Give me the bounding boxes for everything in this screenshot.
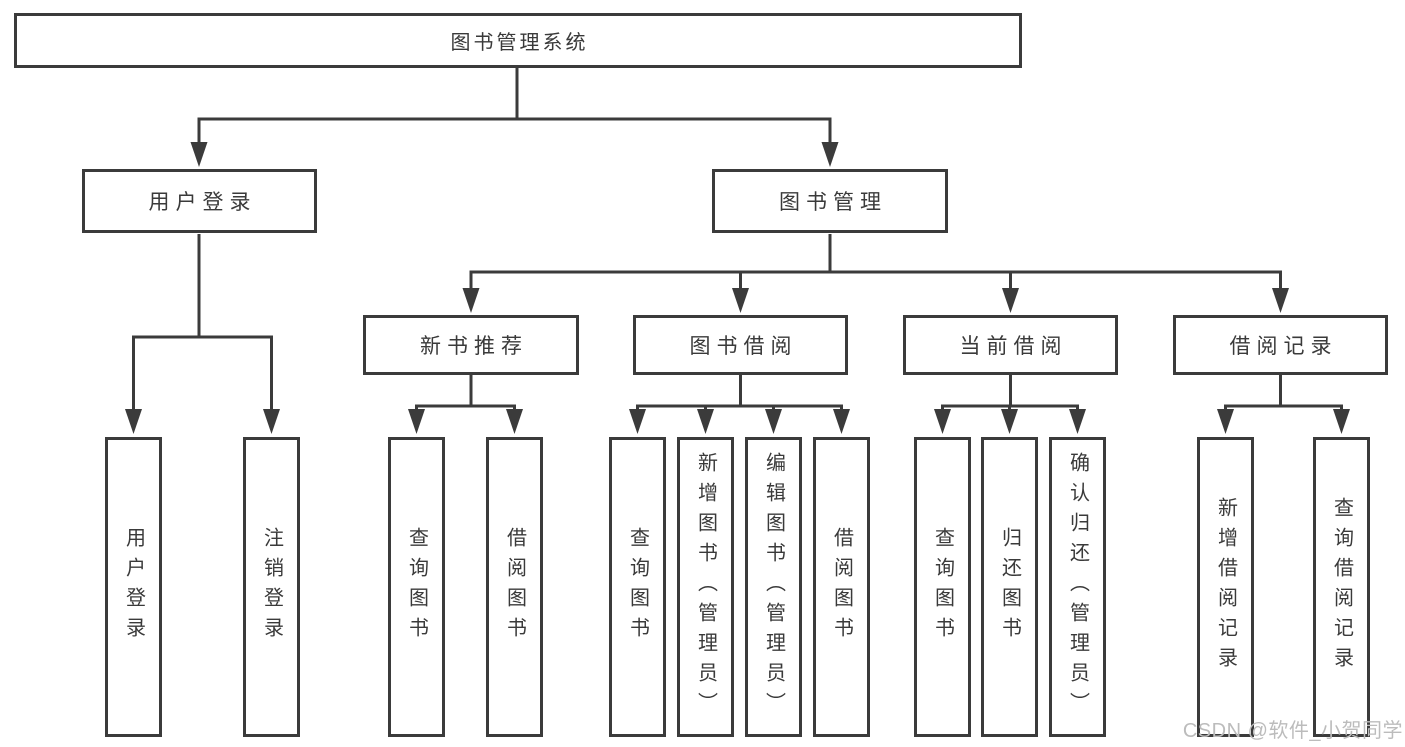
node-label: 注销登录	[260, 527, 283, 647]
connector-bookborrow-to-leaves	[636, 375, 843, 412]
node-label: 借阅图书	[503, 527, 526, 647]
node-book-management: 图书管理	[712, 169, 948, 233]
csdn-watermark: CSDN @软件_小贺同学	[1182, 720, 1403, 742]
leaf-borrow-books-recommend: 借阅图书	[486, 437, 543, 737]
arrow-down-icon	[263, 409, 280, 434]
node-label: 编辑图书（管理员）	[762, 452, 785, 722]
leaf-confirm-return-admin: 确认归还（管理员）	[1049, 437, 1106, 737]
connector-borrowrecords-to-leaves	[1224, 375, 1343, 412]
arrow-down-icon	[1272, 288, 1289, 313]
arrow-down-icon	[1069, 409, 1086, 434]
arrow-down-icon	[462, 288, 480, 313]
arrow-down-icon	[190, 142, 208, 167]
arrow-down-icon	[934, 409, 951, 434]
arrowheads	[125, 142, 1350, 434]
connector-bookmgmt-to-level3	[469, 234, 1282, 292]
connector-newbook-to-leaves	[415, 375, 516, 412]
node-user-login: 用户登录	[82, 169, 317, 233]
leaf-query-books-borrow: 查询图书	[609, 437, 666, 737]
node-label: 借阅记录	[1229, 335, 1338, 358]
arrow-down-icon	[1002, 288, 1019, 313]
leaf-query-books-current: 查询图书	[914, 437, 971, 737]
node-label: 确认归还（管理员）	[1066, 452, 1089, 722]
node-label: 用户登录	[122, 527, 145, 647]
connector-userlogin-to-leaves	[132, 234, 273, 412]
arrow-down-icon	[629, 409, 646, 434]
arrow-down-icon	[1333, 409, 1350, 434]
node-label: 查询图书	[931, 527, 954, 647]
leaf-return-books: 归还图书	[981, 437, 1038, 737]
leaf-add-books-admin: 新增图书（管理员）	[677, 437, 734, 737]
connector-root-to-level2	[197, 68, 832, 145]
leaf-logout: 注销登录	[243, 437, 300, 737]
node-label: 图书管理	[779, 191, 887, 214]
arrow-down-icon	[732, 288, 749, 313]
arrow-down-icon	[833, 409, 850, 434]
arrow-down-icon	[765, 409, 782, 434]
node-borrowing-records: 借阅记录	[1173, 315, 1388, 375]
arrow-down-icon	[1001, 409, 1018, 434]
arrow-down-icon	[697, 409, 714, 434]
node-label: 借阅图书	[830, 527, 853, 647]
node-label: 归还图书	[998, 527, 1021, 647]
node-new-book-recommend: 新书推荐	[363, 315, 579, 375]
leaf-add-borrow-record: 新增借阅记录	[1197, 437, 1254, 737]
node-label: 当前借阅	[959, 335, 1068, 358]
node-label: 查询借阅记录	[1330, 497, 1353, 677]
arrow-down-icon	[1217, 409, 1234, 434]
leaf-query-books-recommend: 查询图书	[388, 437, 445, 737]
node-label: 新增图书（管理员）	[694, 452, 717, 722]
arrow-down-icon	[408, 409, 425, 434]
leaf-borrow-books: 借阅图书	[813, 437, 870, 737]
node-label: 新增借阅记录	[1214, 497, 1237, 677]
leaf-query-borrow-record: 查询借阅记录	[1313, 437, 1370, 737]
node-current-borrowing: 当前借阅	[903, 315, 1118, 375]
node-root-library-system: 图书管理系统	[14, 13, 1022, 68]
leaf-edit-books-admin: 编辑图书（管理员）	[745, 437, 802, 737]
leaf-user-login: 用户登录	[105, 437, 162, 737]
node-label: 新书推荐	[420, 335, 528, 358]
node-label: 查询图书	[405, 527, 428, 647]
arrow-down-icon	[125, 409, 142, 434]
node-label: 图书管理系统	[450, 32, 589, 54]
node-book-borrowing: 图书借阅	[633, 315, 848, 375]
node-label: 查询图书	[626, 527, 649, 647]
connector-currentborrow-to-leaves	[941, 375, 1079, 412]
arrow-down-icon	[821, 142, 839, 167]
node-label: 用户登录	[148, 191, 257, 214]
arrow-down-icon	[506, 409, 523, 434]
node-label: 图书借阅	[689, 335, 798, 358]
